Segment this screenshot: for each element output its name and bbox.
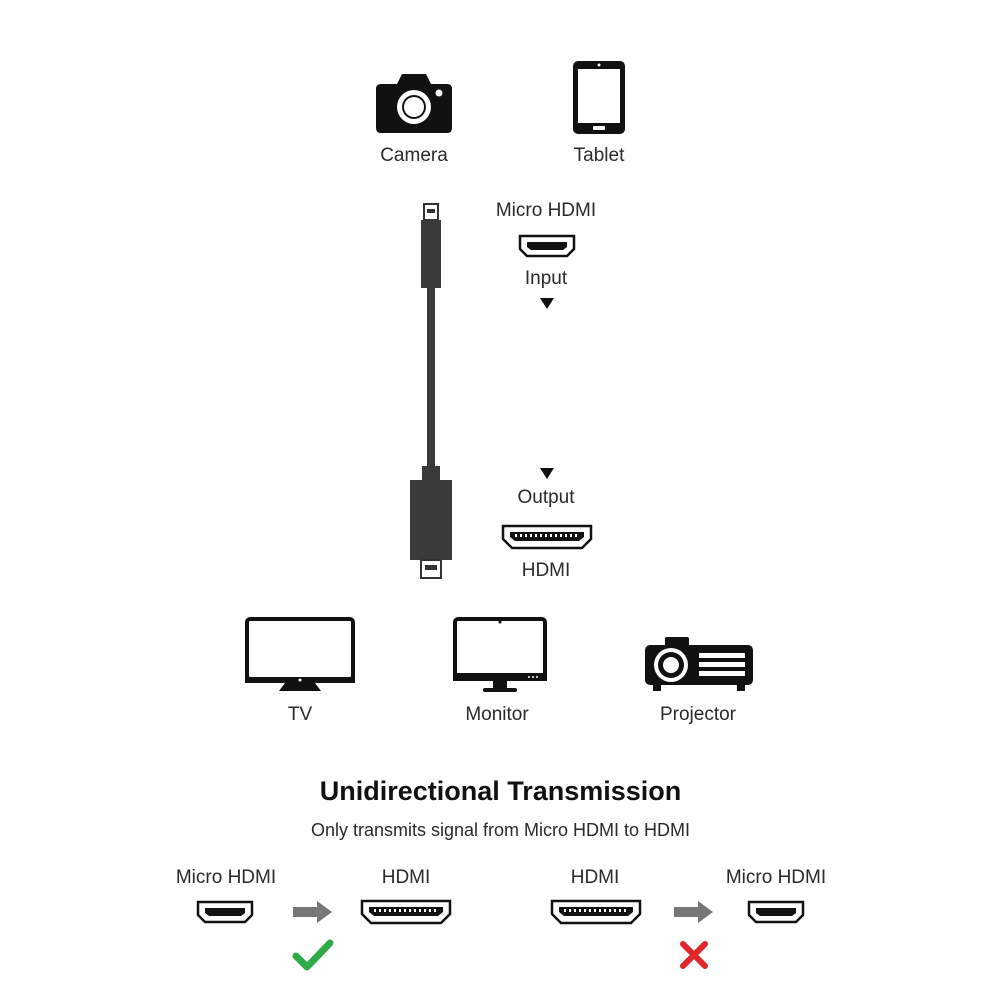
valid-from-label: Micro HDMI [175, 867, 277, 888]
input-label: Input [524, 268, 568, 289]
check-icon [292, 939, 334, 971]
cross-icon [680, 941, 708, 969]
output-down-arrow [540, 468, 554, 479]
valid-micro-hdmi-port-icon [196, 900, 254, 924]
tablet-label: Tablet [573, 145, 625, 166]
monitor-icon [453, 617, 547, 692]
invalid-arrow-right-icon [674, 901, 713, 923]
valid-to-label: HDMI [381, 867, 431, 888]
invalid-hdmi-port-icon [550, 899, 642, 925]
camera-icon [376, 74, 452, 133]
invalid-from-label: HDMI [570, 867, 620, 888]
output-label: Output [517, 487, 575, 508]
micro-hdmi-to-hdmi-cable [410, 203, 452, 579]
invalid-to-label: Micro HDMI [725, 867, 827, 888]
projector-label: Projector [659, 704, 737, 725]
valid-hdmi-port-icon [360, 899, 452, 925]
micro-hdmi-port-icon [518, 234, 576, 258]
output-port-label: HDMI [521, 560, 571, 581]
monitor-label: Monitor [465, 704, 529, 725]
input-port-label: Micro HDMI [495, 200, 597, 221]
invalid-micro-hdmi-port-icon [747, 900, 805, 924]
valid-arrow-right-icon [293, 901, 332, 923]
tablet-icon [573, 61, 625, 134]
input-down-arrow [540, 298, 554, 309]
tv-icon [245, 617, 355, 691]
transmission-subtitle: Only transmits signal from Micro HDMI to… [310, 820, 691, 840]
transmission-title: Unidirectional Transmission [319, 776, 682, 806]
hdmi-port-icon [501, 524, 593, 550]
camera-label: Camera [380, 145, 448, 166]
tv-label: TV [287, 704, 313, 725]
projector-icon [645, 637, 753, 691]
